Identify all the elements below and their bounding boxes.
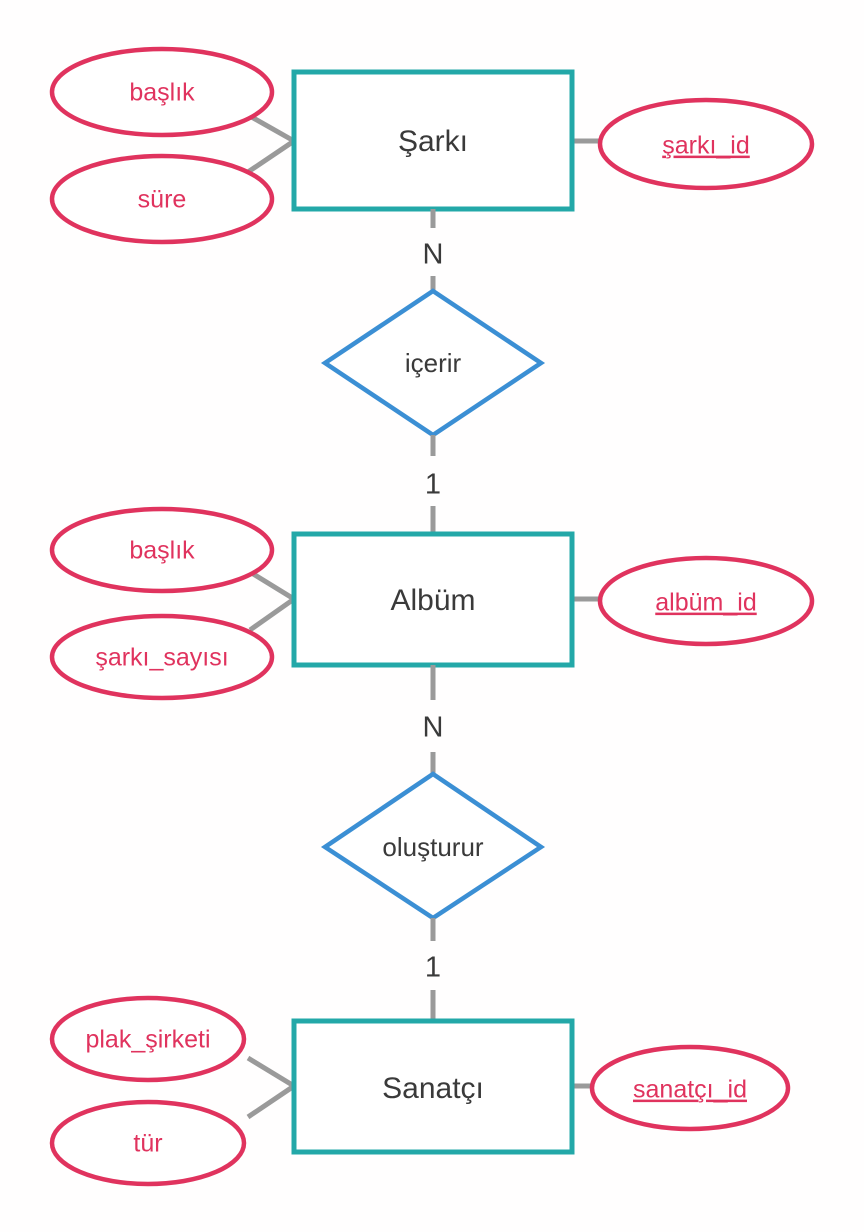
entity-label-sarki: Şarkı <box>398 125 468 158</box>
attribute-ellipse-album-sarki-sayisi[interactable] <box>49 613 275 701</box>
connector-sarki-baslik <box>246 112 296 144</box>
attribute-label-sarki-baslik: başlık <box>129 79 195 107</box>
attribute-label-album-sarki-sayisi: şarkı_sayısı <box>95 644 228 672</box>
attribute-ellipse-sanatci-tur[interactable] <box>49 1099 247 1187</box>
connector-sanatci-plak-sirketi <box>246 1055 296 1089</box>
entity-group-sanatci: Sanatçı plak_şirketi tür sanatçı_id <box>49 995 791 1187</box>
relationship-group-icerir: N içerir 1 <box>320 209 546 534</box>
attribute-ellipse-sanatci-id[interactable] <box>589 1044 791 1132</box>
attribute-ellipse-sarki-sure[interactable] <box>49 153 275 245</box>
cardinality-icerir-bottom: 1 <box>425 469 441 501</box>
attribute-ellipse-album-baslik[interactable] <box>49 506 275 594</box>
entity-box-sanatci[interactable] <box>291 1018 575 1155</box>
connector-album-baslik <box>248 569 296 602</box>
attribute-label-sanatci-tur: tür <box>133 1130 162 1158</box>
connector-sanatci-tur <box>246 1083 296 1120</box>
entity-box-album[interactable] <box>291 531 575 668</box>
relationship-group-olusturur: N oluşturur 1 <box>320 665 546 1021</box>
entity-label-album: Albüm <box>390 584 475 617</box>
attribute-label-album-id: albüm_id <box>655 589 756 617</box>
entity-label-sanatci: Sanatçı <box>382 1072 484 1105</box>
relationship-label-icerir: içerir <box>405 348 462 378</box>
cardinality-icerir-top: N <box>423 239 444 271</box>
cardinality-olusturur-top: N <box>423 712 444 744</box>
connector-album-sarki-sayisi <box>248 596 296 633</box>
attribute-ellipse-album-id[interactable] <box>597 555 815 647</box>
attribute-ellipse-sarki-baslik[interactable] <box>49 46 275 138</box>
attribute-ellipse-sarki-id[interactable] <box>597 97 815 191</box>
attribute-label-album-baslik: başlık <box>129 537 195 565</box>
attribute-label-sanatci-id: sanatçı_id <box>633 1076 747 1104</box>
entity-group-album: Albüm başlık şarkı_sayısı albüm_id <box>49 506 815 701</box>
connector-sarki-sure <box>246 138 296 175</box>
attribute-label-sarki-id: şarkı_id <box>662 132 750 160</box>
relationship-label-olusturur: oluşturur <box>382 832 483 862</box>
entity-box-sarki[interactable] <box>291 69 575 212</box>
entity-group-sarki: Şarkı başlık süre şarkı_id <box>49 46 815 245</box>
cardinality-olusturur-bottom: 1 <box>425 952 441 984</box>
attribute-label-sanatci-plak-sirketi: plak_şirketi <box>85 1026 210 1054</box>
attribute-label-sarki-sure: süre <box>138 186 187 214</box>
attribute-ellipse-sanatci-plak-sirketi[interactable] <box>49 995 247 1083</box>
